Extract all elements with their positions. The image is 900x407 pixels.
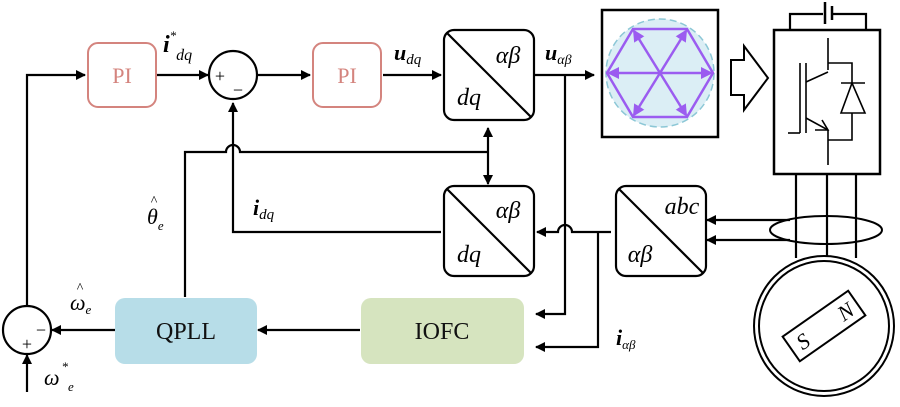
speed-sum-plus: + (22, 334, 32, 354)
inverse-park-divider (446, 32, 532, 118)
pmsm-motor: N S (753, 255, 895, 397)
inverse-park-bottom: dq (457, 85, 481, 111)
label-omega-ref: ω*e (44, 359, 74, 394)
current-sum-minus: − (233, 80, 243, 100)
wire-speed-error (25, 70, 86, 345)
wire-theta (183, 143, 488, 297)
current-sum-plus: + (215, 66, 225, 86)
qpll-label: QPLL (156, 319, 216, 345)
label-i-dq: idq (253, 195, 275, 223)
forward-park-top: αβ (496, 198, 521, 224)
clarke-top: abc (665, 194, 700, 220)
forward-park-divider (446, 188, 532, 274)
clarke-bottom: αβ (628, 242, 653, 268)
current-sum-junction (207, 49, 259, 101)
label-theta-hat: θe (147, 204, 164, 233)
forward-park-bottom: dq (457, 242, 481, 268)
current-sensor-ellipse (769, 215, 883, 245)
label-theta-hat-accent: ^ (151, 194, 158, 209)
label-i-ref: i*dq (163, 28, 192, 64)
label-u-dq: udq (394, 40, 422, 68)
svpwm-vectors (607, 29, 713, 117)
label-i-ab: iαβ (616, 325, 636, 352)
pi-current-block (312, 42, 382, 108)
pi-speed-label: PI (112, 63, 132, 88)
pi-speed-block (87, 42, 157, 108)
wire-iab (536, 223, 611, 237)
igbt-icon (788, 38, 830, 165)
svpwm-hexagon (605, 27, 715, 119)
wire-idq (228, 102, 441, 234)
label-omega-hat-accent: ^ (77, 281, 84, 296)
pi-current-label: PI (337, 63, 357, 88)
diode-icon (828, 62, 867, 141)
wire-uab-to-iofc (535, 75, 567, 319)
iofc-label: IOFC (415, 319, 470, 345)
label-u-ab: uαβ (545, 40, 572, 68)
hollow-arrow-icon (730, 43, 770, 113)
clarke-divider (618, 188, 704, 274)
rotor-magnet (781, 289, 867, 363)
svpwm-block (600, 8, 720, 139)
qpll-block (115, 298, 257, 364)
inverse-park-top: αβ (496, 43, 521, 69)
wire-iab-to-iofc (535, 232, 600, 352)
speed-sum-minus: − (36, 320, 46, 340)
iofc-block (361, 298, 524, 364)
inverter-block (772, 2, 882, 176)
speed-sum-junction (1, 304, 53, 356)
label-omega-hat: ωe (70, 290, 92, 317)
